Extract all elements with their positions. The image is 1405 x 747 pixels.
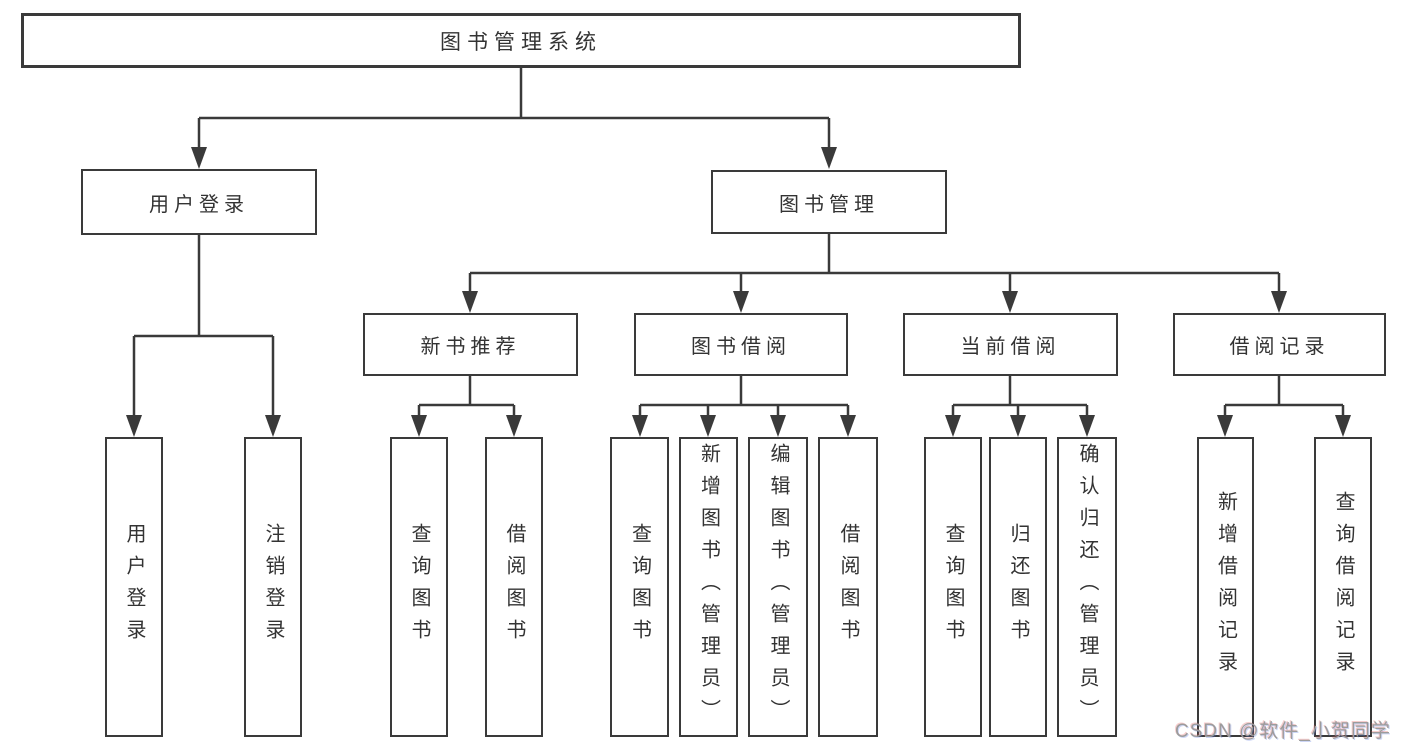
node-branch-book-management: 图书管理: [711, 170, 947, 234]
leaf-edit-book-admin: 编辑图书（管理员）: [748, 437, 808, 737]
arrow-down-icon: [700, 415, 716, 437]
connector-book-borrowing-leaves: [638, 376, 850, 416]
arrow-down-icon: [1079, 415, 1095, 437]
leaf-query-books-1: 查询图书: [390, 437, 448, 737]
watermark: CSDN @软件_小贺同学: [1175, 721, 1391, 742]
arrow-down-icon: [1010, 415, 1026, 437]
arrow-down-icon: [265, 415, 281, 437]
leaf-user-login: 用户登录: [105, 437, 163, 737]
node-branch-user-login: 用户登录: [81, 169, 317, 235]
connector-current-borrowing-leaves: [951, 376, 1089, 416]
arrowhead-icons: [126, 147, 1351, 437]
arrow-down-icon: [840, 415, 856, 437]
arrow-down-icon: [1217, 415, 1233, 437]
leaf-query-books-2: 查询图书: [610, 437, 669, 737]
node-group-current-borrowing: 当前借阅: [903, 313, 1118, 376]
connector-book-management-groups: [468, 234, 1281, 292]
connector-borrow-records-leaves: [1223, 376, 1345, 416]
arrow-down-icon: [191, 147, 207, 169]
arrow-down-icon: [733, 291, 749, 313]
arrow-down-icon: [1002, 291, 1018, 313]
leaf-borrow-books-1: 借阅图书: [485, 437, 543, 737]
leaf-add-borrow-record: 新增借阅记录: [1197, 437, 1254, 737]
leaf-logout: 注销登录: [244, 437, 302, 737]
arrow-down-icon: [632, 415, 648, 437]
connector-root-to-branches: [197, 68, 831, 148]
leaf-return-book: 归还图书: [989, 437, 1047, 737]
arrow-down-icon: [462, 291, 478, 313]
arrow-down-icon: [1271, 291, 1287, 313]
connector-new-book-recommend-leaves: [417, 376, 516, 416]
leaf-borrow-books-2: 借阅图书: [818, 437, 878, 737]
arrow-down-icon: [770, 415, 786, 437]
arrow-down-icon: [411, 415, 427, 437]
node-group-new-book-recommend: 新书推荐: [363, 313, 578, 376]
arrow-down-icon: [821, 147, 837, 169]
arrow-down-icon: [126, 415, 142, 437]
node-group-book-borrowing: 图书借阅: [634, 313, 848, 376]
connector-user-login-leaves: [132, 235, 275, 416]
arrow-down-icon: [506, 415, 522, 437]
node-root: 图书管理系统: [21, 13, 1021, 68]
leaf-query-borrow-record: 查询借阅记录: [1314, 437, 1372, 737]
arrow-down-icon: [945, 415, 961, 437]
leaf-query-books-3: 查询图书: [924, 437, 982, 737]
leaf-confirm-return-admin: 确认归还（管理员）: [1057, 437, 1117, 737]
node-group-borrow-records: 借阅记录: [1173, 313, 1386, 376]
leaf-add-book-admin: 新增图书（管理员）: [679, 437, 738, 737]
arrow-down-icon: [1335, 415, 1351, 437]
